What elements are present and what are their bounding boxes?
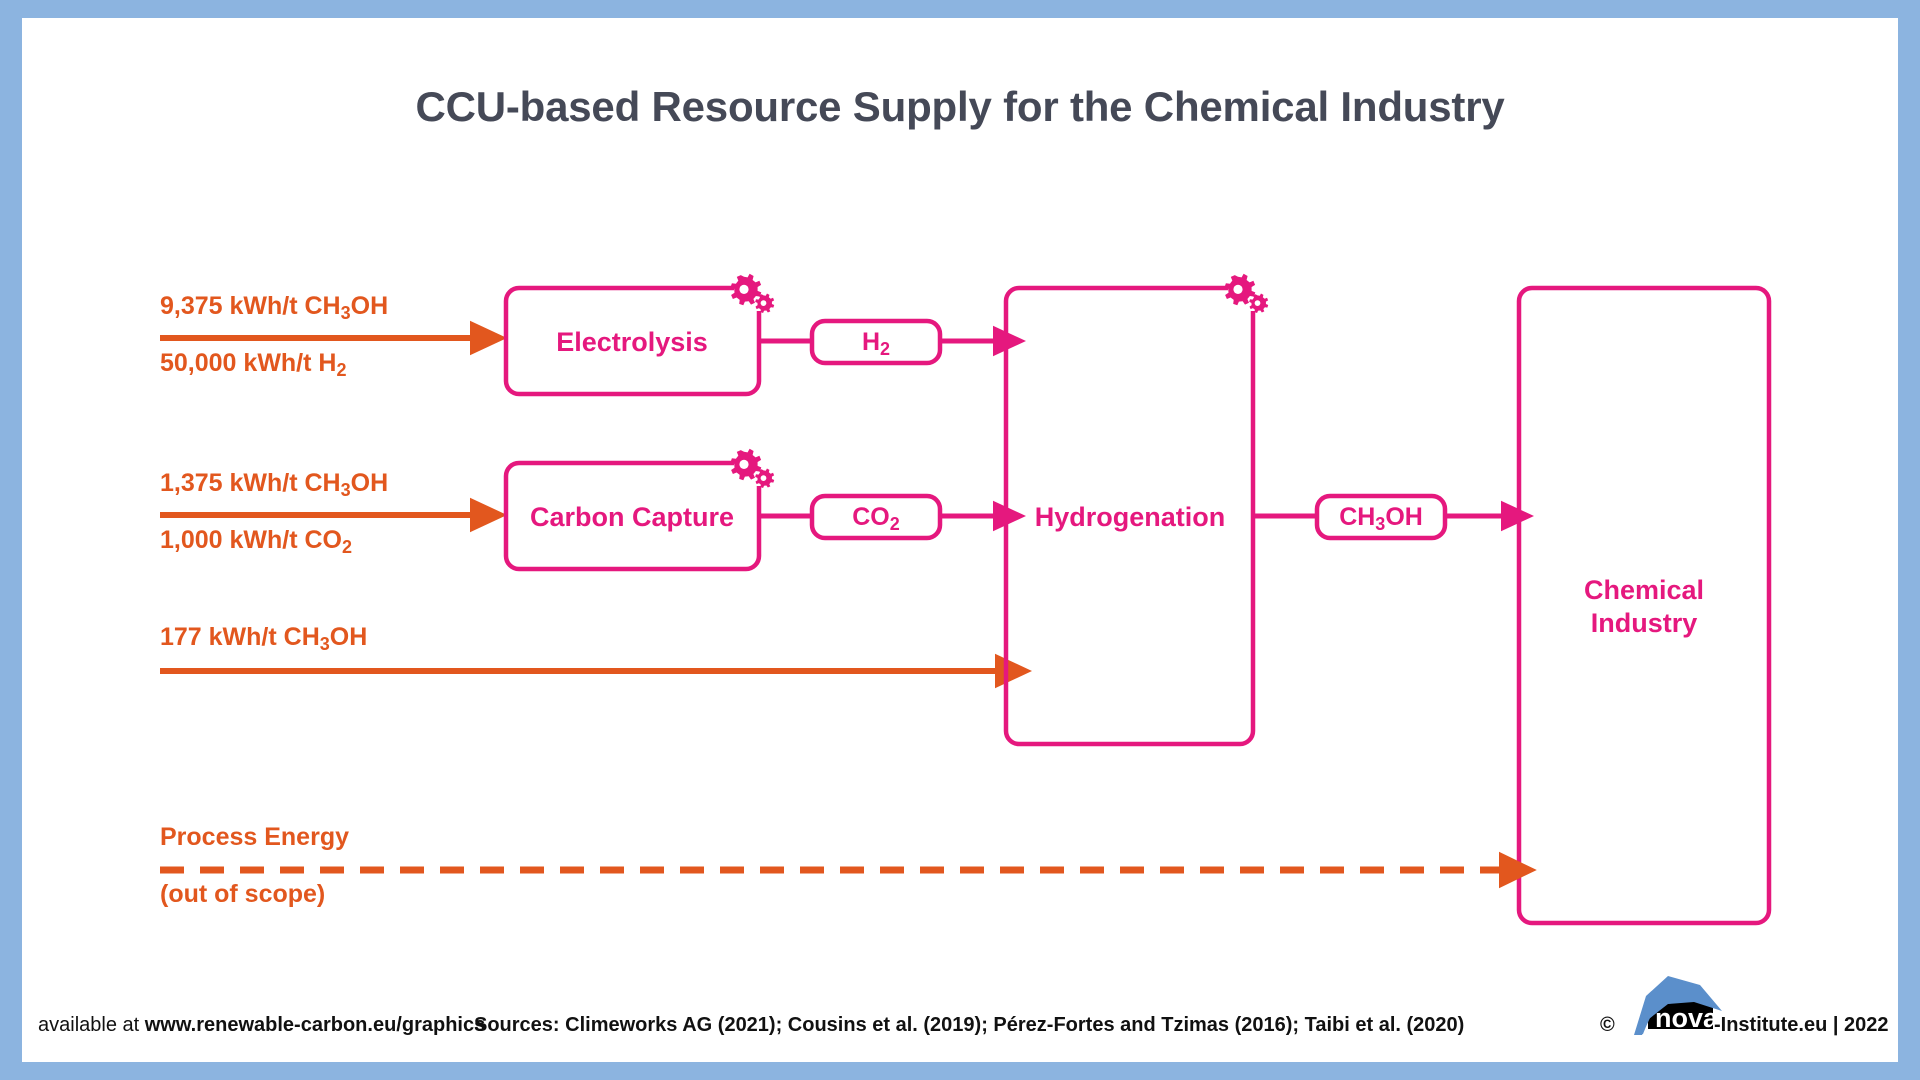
box-hydrogenation[interactable] bbox=[1003, 285, 1256, 747]
flow-diagram: CCU-based Resource Supply for the Chemic… bbox=[38, 83, 1889, 1036]
input-1-denominator: 50,000 kWh/t H2 bbox=[160, 349, 346, 380]
footer-institute-suffix: -Institute.eu | 2022 bbox=[1714, 1014, 1889, 1036]
footer-sources: Sources: Climeworks AG (2021); Cousins e… bbox=[474, 1014, 1464, 1036]
nova-institute-logo: nova bbox=[1634, 976, 1722, 1035]
process-energy-line1: Process Energy bbox=[160, 823, 349, 851]
input-1-numerator: 9,375 kWh/t CH3OH bbox=[160, 292, 388, 323]
input-3-numerator: 177 kWh/t CH3OH bbox=[160, 623, 367, 654]
footer-availability: available at www.renewable-carbon.eu/gra… bbox=[38, 1014, 485, 1036]
page-title: CCU-based Resource Supply for the Chemic… bbox=[415, 83, 1505, 130]
process-energy-line2: (out of scope) bbox=[160, 880, 325, 908]
box-carbon-capture-label: Carbon Capture bbox=[530, 502, 734, 532]
pill-co2-label: CO2 bbox=[852, 503, 900, 534]
copyright-symbol: © bbox=[1600, 1014, 1615, 1036]
box-carbon-capture[interactable] bbox=[503, 460, 762, 572]
box-electrolysis[interactable] bbox=[503, 285, 762, 397]
pill-ch3oh-label: CH3OH bbox=[1339, 503, 1423, 534]
input-2-denominator: 1,000 kWh/t CO2 bbox=[160, 526, 352, 557]
gear-icon-carbon-capture bbox=[730, 448, 775, 488]
nova-logo-word: nova bbox=[1655, 1003, 1719, 1033]
box-electrolysis-label: Electrolysis bbox=[556, 327, 708, 357]
gear-icon-hydrogenation bbox=[1224, 273, 1269, 313]
box-chemical-industry[interactable] bbox=[1516, 285, 1772, 926]
box-chemical-industry-label-line1: Chemical bbox=[1584, 575, 1704, 605]
box-chemical-industry-label-line2: Industry bbox=[1591, 608, 1698, 638]
graphic-canvas: CCU-based Resource Supply for the Chemic… bbox=[22, 18, 1898, 1062]
box-hydrogenation-label: Hydrogenation bbox=[1035, 502, 1226, 532]
gear-icon-electrolysis bbox=[730, 273, 775, 313]
pill-h2-label: H2 bbox=[862, 328, 890, 359]
input-2-numerator: 1,375 kWh/t CH3OH bbox=[160, 469, 388, 500]
